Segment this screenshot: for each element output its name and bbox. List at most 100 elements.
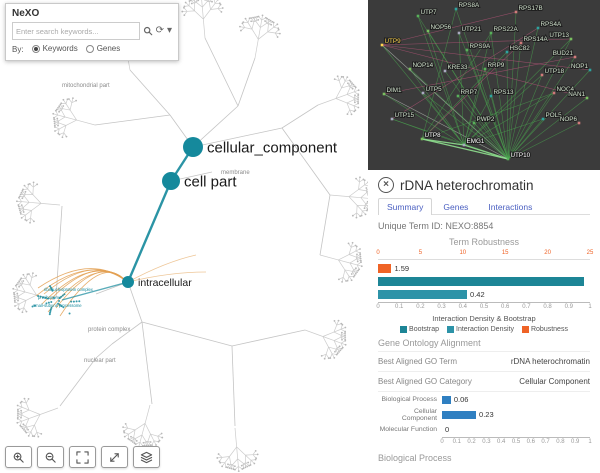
gene-node-label[interactable]: UTP18 xyxy=(544,67,566,76)
layers-icon xyxy=(140,451,153,463)
zoom-in-icon xyxy=(13,452,24,463)
legend-swatch xyxy=(400,326,408,333)
gene-node-label[interactable]: UTP9 xyxy=(384,37,403,46)
gene-node-label[interactable]: UTP5 xyxy=(425,85,444,94)
gene-node-label[interactable]: RPS14A xyxy=(523,35,550,44)
gene-node-label[interactable]: UTP21 xyxy=(461,25,483,34)
expand-button[interactable] xyxy=(101,446,128,468)
gene-node-PWP2[interactable] xyxy=(472,121,476,125)
radio-genes[interactable]: Genes xyxy=(85,44,120,53)
gene-node-UTP5[interactable] xyxy=(421,91,425,95)
gene-node-RRP7[interactable] xyxy=(456,94,460,98)
fit-to-screen-button[interactable] xyxy=(69,446,96,468)
gene-node-UTP15[interactable] xyxy=(390,117,394,121)
gene-node-POL5[interactable] xyxy=(541,117,545,121)
gene-node-label[interactable]: UTP7 xyxy=(420,8,439,17)
gene-node-label[interactable]: NOC4 xyxy=(556,85,576,94)
gene-node-NOC4[interactable] xyxy=(552,91,556,95)
gene-node-label[interactable]: UTP15 xyxy=(394,111,416,120)
search-by-label: By: xyxy=(12,44,24,54)
tree-branch-label: membrane xyxy=(221,170,250,176)
tree-cluster-label: small-subunit processome xyxy=(33,303,82,308)
tree-branch-label: protein complex xyxy=(88,327,130,333)
gene-node-NOP6[interactable] xyxy=(577,121,581,125)
gene-node-label[interactable]: RPS8A xyxy=(458,1,481,10)
reset-icon[interactable]: ⟳ xyxy=(155,25,164,36)
gene-node-RPS17B[interactable] xyxy=(514,10,518,14)
gene-node-RPS9A[interactable] xyxy=(465,48,469,52)
tab-interactions[interactable]: Interactions xyxy=(488,202,533,212)
gene-node-BUD21[interactable] xyxy=(573,55,577,59)
zoom-out-icon xyxy=(45,452,56,463)
gene-node-label[interactable]: NOP6 xyxy=(559,115,579,124)
gene-node-label[interactable]: RPS9A xyxy=(469,42,492,51)
gene-node-label[interactable]: POL5 xyxy=(545,111,564,120)
tree-node-label: cell part xyxy=(184,173,237,190)
gene-node-RPS22A[interactable] xyxy=(489,31,493,35)
gene-node-label[interactable]: RPS4A xyxy=(540,20,563,29)
radio-keywords[interactable]: Keywords xyxy=(31,44,78,53)
gene-node-EMG1[interactable] xyxy=(462,143,466,147)
gene-node-RPS8A[interactable] xyxy=(454,7,458,11)
gene-node-NOP1[interactable] xyxy=(588,68,592,72)
layers-button[interactable] xyxy=(133,446,160,468)
tree-node-cell-part[interactable] xyxy=(162,172,180,190)
gene-node-label[interactable]: NAN1 xyxy=(567,90,586,99)
gene-node-RPS4A[interactable] xyxy=(536,26,540,30)
gene-node-label[interactable]: NOP14 xyxy=(412,61,435,70)
gene-node-label[interactable]: BUD21 xyxy=(552,49,575,58)
gene-node-label[interactable]: UTP10 xyxy=(510,151,532,160)
gene-node-label[interactable]: KRE33 xyxy=(447,63,469,72)
search-input[interactable] xyxy=(12,22,140,40)
gene-node-RPS14A[interactable] xyxy=(519,41,523,45)
tree-branch-label: mitochondrial part xyxy=(62,83,110,89)
gene-node-NOP14[interactable] xyxy=(408,67,412,71)
gene-node-label[interactable]: RPS17B xyxy=(518,4,544,13)
gene-node-UTP9[interactable] xyxy=(380,43,384,47)
tab-genes[interactable]: Genes xyxy=(443,202,469,212)
gene-node-NOP56[interactable] xyxy=(426,29,430,33)
details-tabs: Summary Genes Interactions xyxy=(378,197,590,215)
gene-node-label[interactable]: RPS22A xyxy=(493,25,520,34)
chevron-down-icon[interactable]: ▾ xyxy=(166,25,172,36)
zoom-in-button[interactable] xyxy=(5,446,32,468)
gene-node-label[interactable]: RRP7 xyxy=(460,88,479,97)
gene-node-label[interactable]: RPS13 xyxy=(493,88,515,97)
view-toolbar xyxy=(5,446,160,468)
gene-node-HSC82[interactable] xyxy=(505,50,509,54)
close-icon[interactable]: × xyxy=(378,177,394,193)
gene-node-label[interactable]: NOP56 xyxy=(430,23,453,32)
gene-node-UTP8[interactable] xyxy=(420,137,424,141)
gene-node-label[interactable]: HSC82 xyxy=(509,44,532,53)
gene-node-UTP10[interactable] xyxy=(506,157,510,161)
gene-node-label[interactable]: DIM1 xyxy=(386,86,404,95)
gene-node-UTP7[interactable] xyxy=(416,14,420,18)
zoom-out-button[interactable] xyxy=(37,446,64,468)
gene-node-UTP13[interactable] xyxy=(569,37,573,41)
gene-node-label[interactable]: UTP13 xyxy=(548,31,570,40)
gene-node-KRE33[interactable] xyxy=(443,69,447,73)
gene-node-NAN1[interactable] xyxy=(585,96,589,100)
interaction-network-canvas[interactable]: UTP7 RPS8A RPS17B NOP56 UTP21 RPS22A RPS4A RPS1… xyxy=(368,0,600,170)
tree-node-intracellular[interactable] xyxy=(122,276,134,288)
tree-node-label: intracellular xyxy=(138,277,192,289)
gene-node-label[interactable]: PWP2 xyxy=(476,115,496,124)
tab-summary[interactable]: Summary xyxy=(378,198,433,215)
gene-node-label[interactable]: NOP1 xyxy=(570,62,590,71)
gene-node-DIM1[interactable] xyxy=(382,92,386,96)
gene-node-UTP21[interactable] xyxy=(457,31,461,35)
gene-node-label[interactable]: EMG1 xyxy=(466,137,486,146)
gene-node-UTP18[interactable] xyxy=(540,73,544,77)
gene-node-RPS13[interactable] xyxy=(489,94,493,98)
gene-node-label[interactable]: UTP8 xyxy=(424,131,443,140)
gene-node-label[interactable]: RRP9 xyxy=(487,61,506,70)
search-icon[interactable] xyxy=(143,26,153,36)
gene-node-RRP9[interactable] xyxy=(483,67,487,71)
tree-node-cellular_component[interactable] xyxy=(183,137,203,157)
